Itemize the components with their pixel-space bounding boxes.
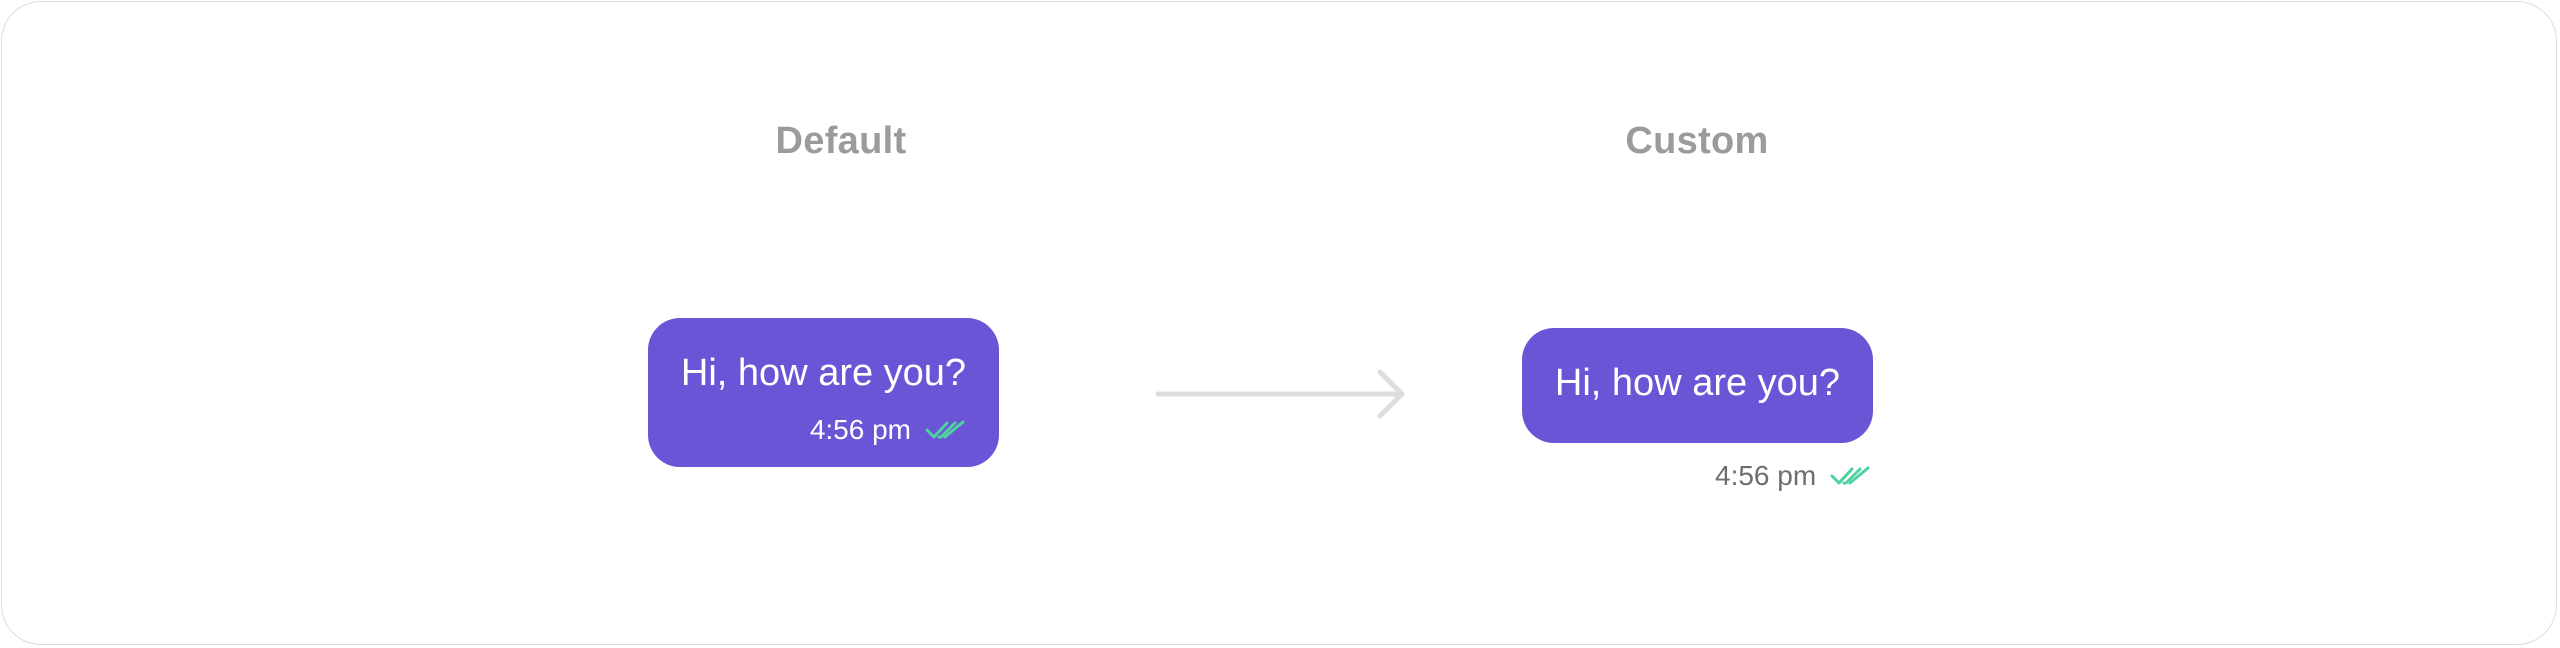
default-heading: Default [775,120,907,162]
double-check-icon [925,420,965,439]
custom-message-meta: 4:56 pm [1715,460,1870,492]
custom-message-text: Hi, how are you? [1554,362,1841,404]
custom-message-bubble: Hi, how are you? [1522,328,1873,443]
custom-message-time: 4:56 pm [1715,460,1817,491]
double-check-icon [1830,466,1870,485]
default-message-bubble: Hi, how are you? 4:56 pm [648,318,999,467]
default-message-meta: 4:56 pm [810,414,965,446]
default-message-time: 4:56 pm [809,414,911,445]
arrow-right-icon [1155,369,1405,419]
custom-heading: Custom [1625,120,1769,162]
default-message-text: Hi, how are you? [680,352,967,394]
